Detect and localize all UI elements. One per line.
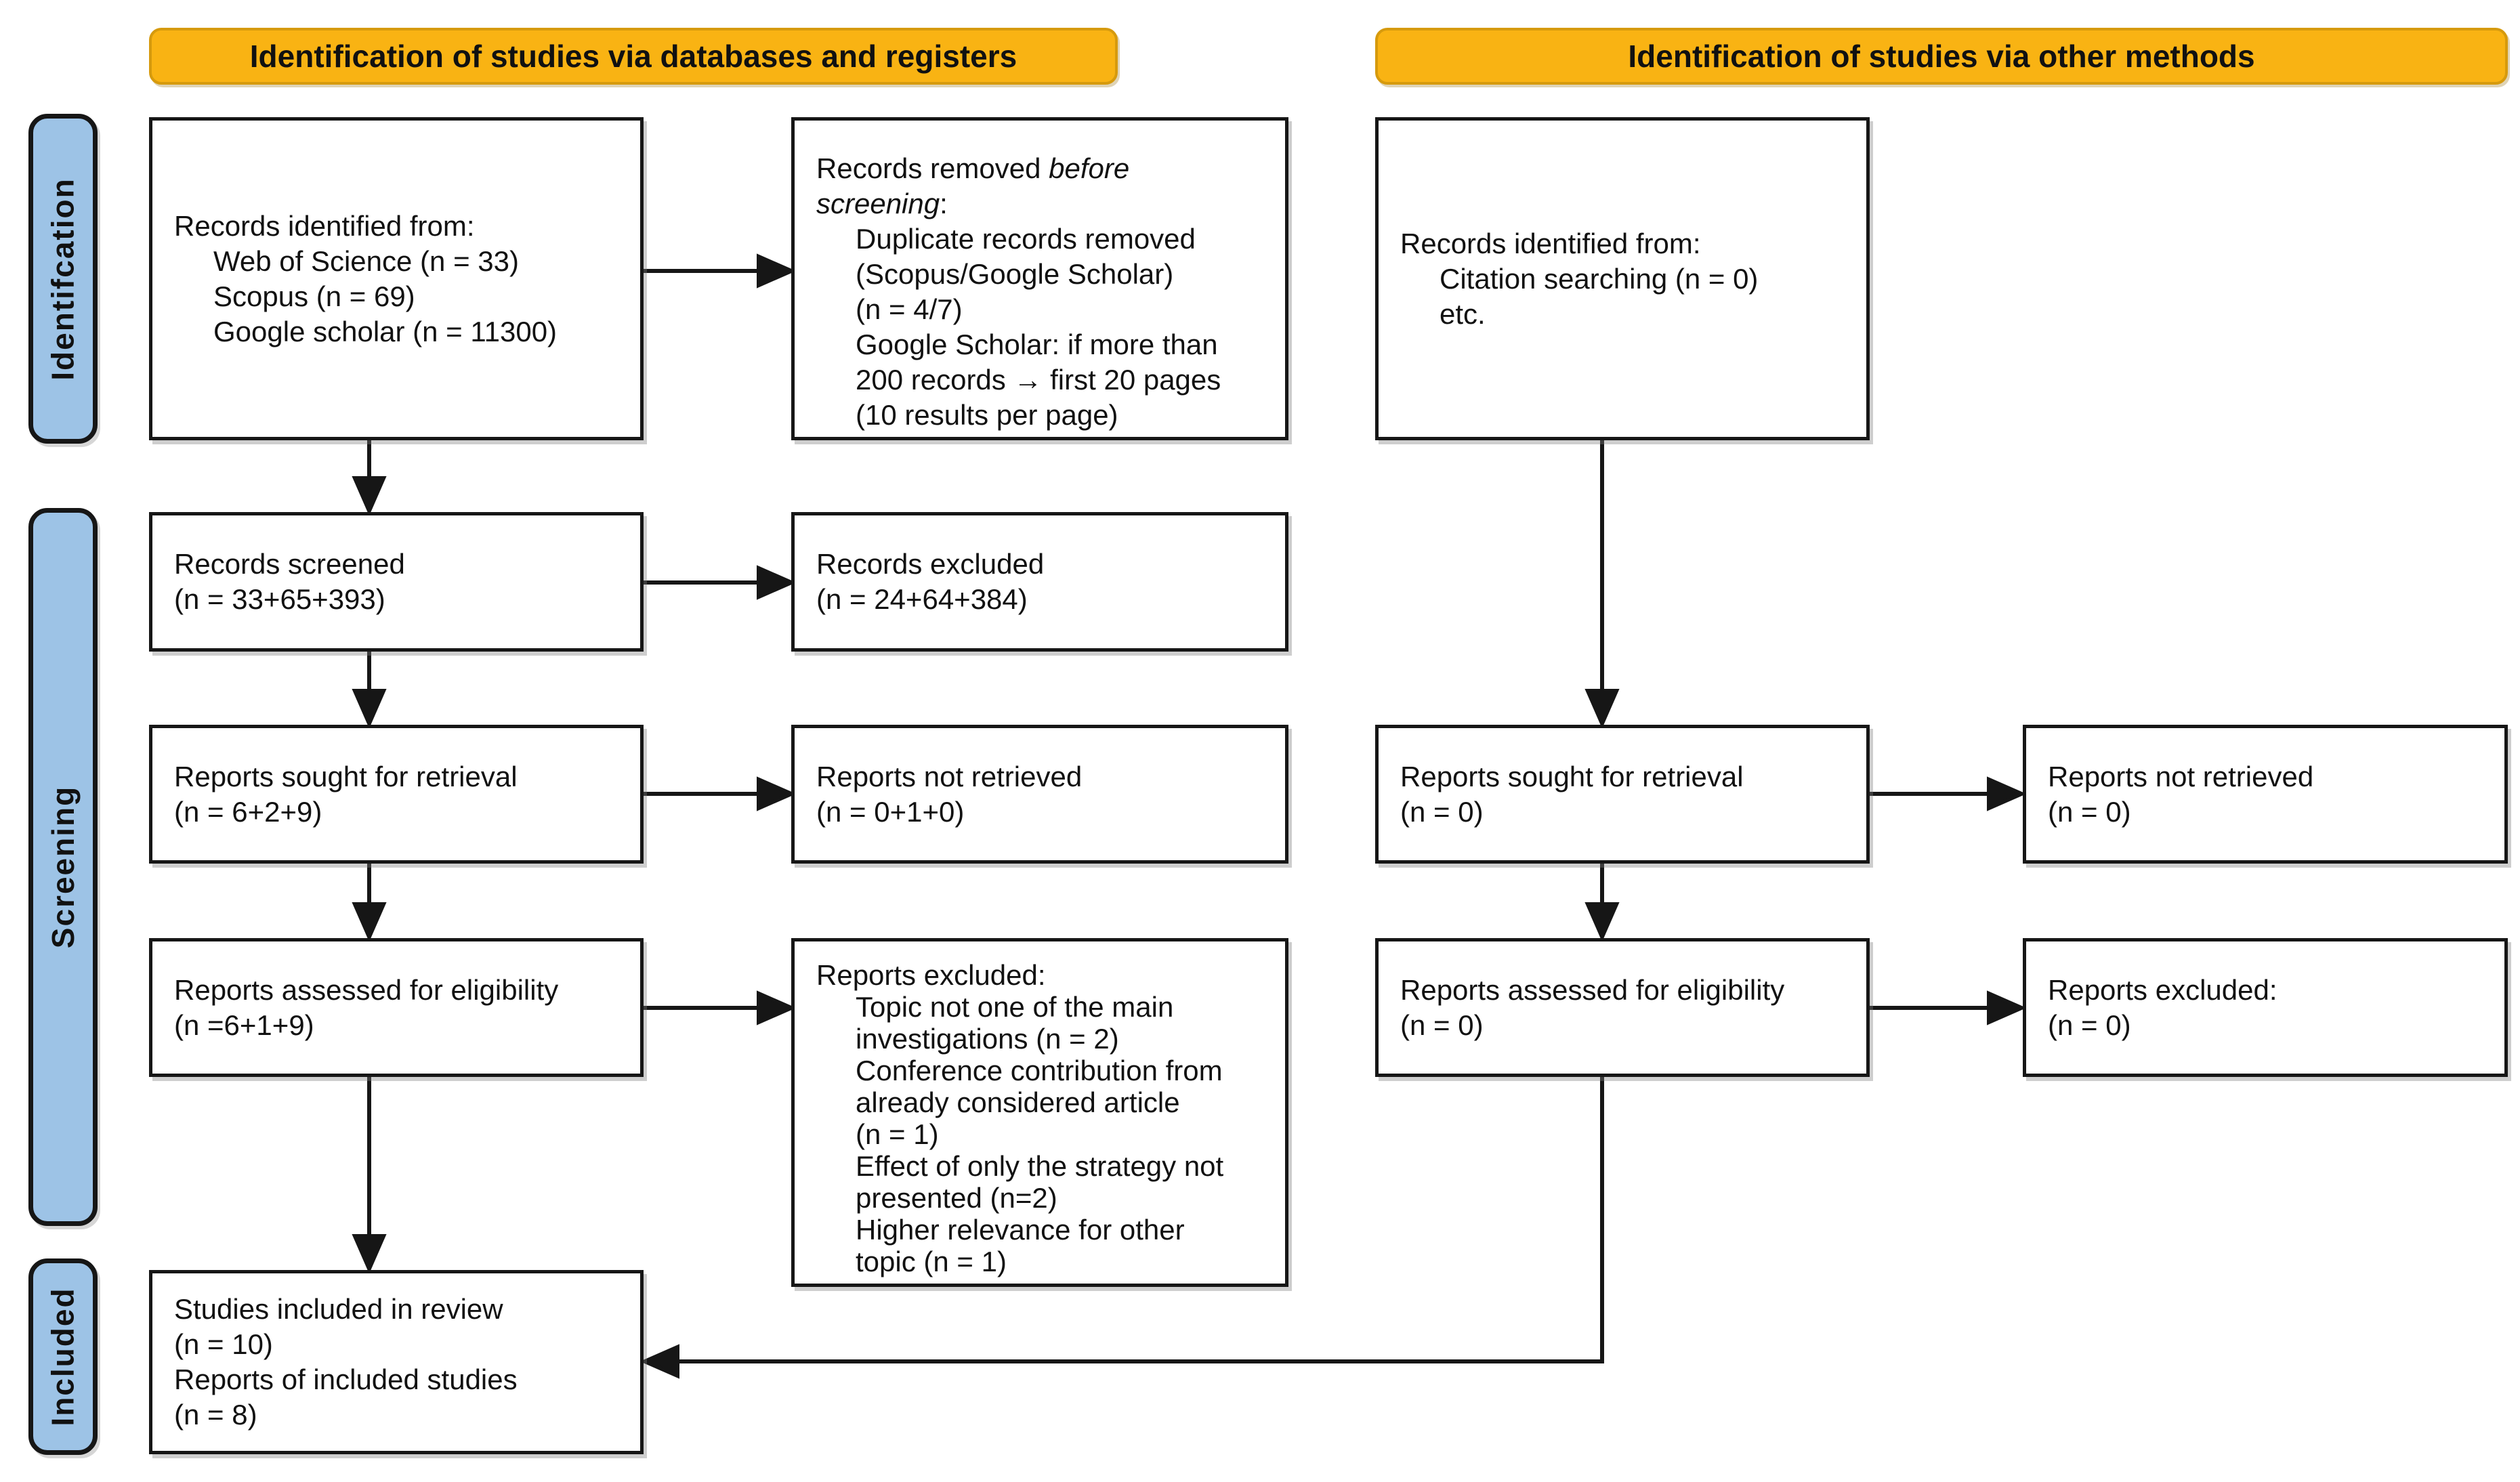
arrowhead-screened-to-sought [352,689,387,729]
stage-tab-identification: Identifcation [28,114,98,444]
box-reports-assessed-other: Reports assessed for eligibility (n = 0) [1375,938,1870,1077]
text-line: Studies included in review [174,1293,503,1325]
text-line: (n = 6+2+9) [174,795,322,828]
stage-label-included: Included [45,1287,81,1426]
text-line: Google scholar (n = 11300) [213,315,558,347]
text-line: (n = 0) [1400,795,1484,828]
arrowhead-assessed-to-excluded-other [1987,990,2027,1025]
text-line: (Scopus/Google Scholar) [856,258,1174,290]
text-line: presented (n=2) [856,1182,1057,1214]
text-line: Reports not retrieved [2048,760,2314,792]
text-line: Duplicate records removed [856,223,1196,255]
arrowhead-identified-to-removed [757,253,797,289]
box-records-screened: Records screened (n = 33+65+393) [149,512,644,652]
arrowhead-screened-to-excluded [757,565,797,600]
text-line: (n = 10) [174,1328,273,1360]
box-reports-sought-databases: Reports sought for retrieval (n = 6+2+9) [149,725,644,864]
arrowhead-other-to-included [639,1344,679,1379]
arrowhead-assessed-to-excluded-db [757,990,797,1025]
box-reports-excluded-other: Reports excluded: (n = 0) [2023,938,2508,1077]
box-records-identified-databases: Records identified from: Web of Science … [149,117,644,440]
text-line: Reports assessed for eligibility [1400,973,1785,1006]
text-line: Citation searching (n = 0) [1440,262,1759,295]
text-line: Reports of included studies [174,1363,518,1395]
text-line: screening: [816,188,948,219]
text-line: (n = 0+1+0) [816,795,965,828]
text-line: (n = 0) [2048,1009,2131,1041]
stage-label-identification: Identifcation [45,177,81,381]
arrowhead-sought-to-notretrieved-other [1987,776,2027,811]
arrowhead-sought-to-assessed-other [1584,902,1620,942]
arrowhead-assessed-to-included [352,1234,387,1274]
text-line: etc. [1440,297,1486,330]
box-reports-not-retrieved-databases: Reports not retrieved (n = 0+1+0) [791,725,1288,864]
text-line: Reports excluded: [2048,973,2277,1006]
text-line: Records identified from: [174,209,475,242]
arrowhead-identified-to-screened [352,476,387,516]
text-line: 200 records → first 20 pages [856,364,1221,396]
text-line: Conference contribution from [856,1055,1223,1086]
text-line: Effect of only the strategy not [856,1150,1224,1182]
text-line: Records removed before [816,152,1130,184]
stage-tab-screening: Screening [28,508,98,1226]
text-line: (10 results per page) [856,399,1118,431]
text-line: Higher relevance for other [856,1214,1185,1246]
box-records-identified-other: Records identified from: Citation search… [1375,117,1870,440]
text-line: Scopus (n = 69) [213,280,415,312]
text-line: topic (n = 1) [856,1246,1007,1277]
text-line: Web of Science (n = 33) [213,245,519,277]
header-databases-registers: Identification of studies via databases … [149,28,1118,85]
header-other-methods: Identification of studies via other meth… [1375,28,2508,85]
text-line: investigations (n = 2) [856,1023,1119,1055]
text-line: (n = 0) [2048,795,2131,828]
text-line: Reports sought for retrieval [1400,760,1744,792]
arrowhead-sought-to-assessed-db [352,902,387,942]
box-reports-not-retrieved-other: Reports not retrieved (n = 0) [2023,725,2508,864]
text-line: (n = 8) [174,1399,257,1431]
box-records-removed-before-screening: Records removed before screening: Duplic… [791,117,1288,440]
box-studies-included: Studies included in review (n = 10) Repo… [149,1270,644,1454]
text-line: (n =6+1+9) [174,1009,314,1041]
text-line: Reports sought for retrieval [174,760,518,792]
text-line: already considered article [856,1086,1180,1118]
text-line: (n = 0) [1400,1009,1484,1041]
box-records-excluded: Records excluded (n = 24+64+384) [791,512,1288,652]
arrowhead-identified-other-to-sought [1584,689,1620,729]
text-line: (n = 24+64+384) [816,583,1028,615]
text-line: Topic not one of the main [856,991,1174,1023]
text-line: (n = 33+65+393) [174,583,385,615]
text-line: Records excluded [816,548,1045,580]
stage-tab-included: Included [28,1258,98,1455]
text-line: (n = 1) [856,1118,939,1150]
box-reports-excluded-databases: Reports excluded: Topic not one of the m… [791,938,1288,1287]
stage-label-screening: Screening [45,785,81,949]
text-line: Reports not retrieved [816,760,1083,792]
box-reports-assessed-databases: Reports assessed for eligibility (n =6+1… [149,938,644,1077]
text-line: Google Scholar: if more than [856,329,1218,360]
text-line: Reports excluded: [816,959,1046,991]
text-line: Reports assessed for eligibility [174,973,559,1006]
box-reports-sought-other: Reports sought for retrieval (n = 0) [1375,725,1870,864]
text-line: (n = 4/7) [856,293,963,325]
text-line: Records screened [174,548,405,580]
text-line: Records identified from: [1400,227,1701,259]
arrowhead-sought-to-notretrieved-db [757,776,797,811]
